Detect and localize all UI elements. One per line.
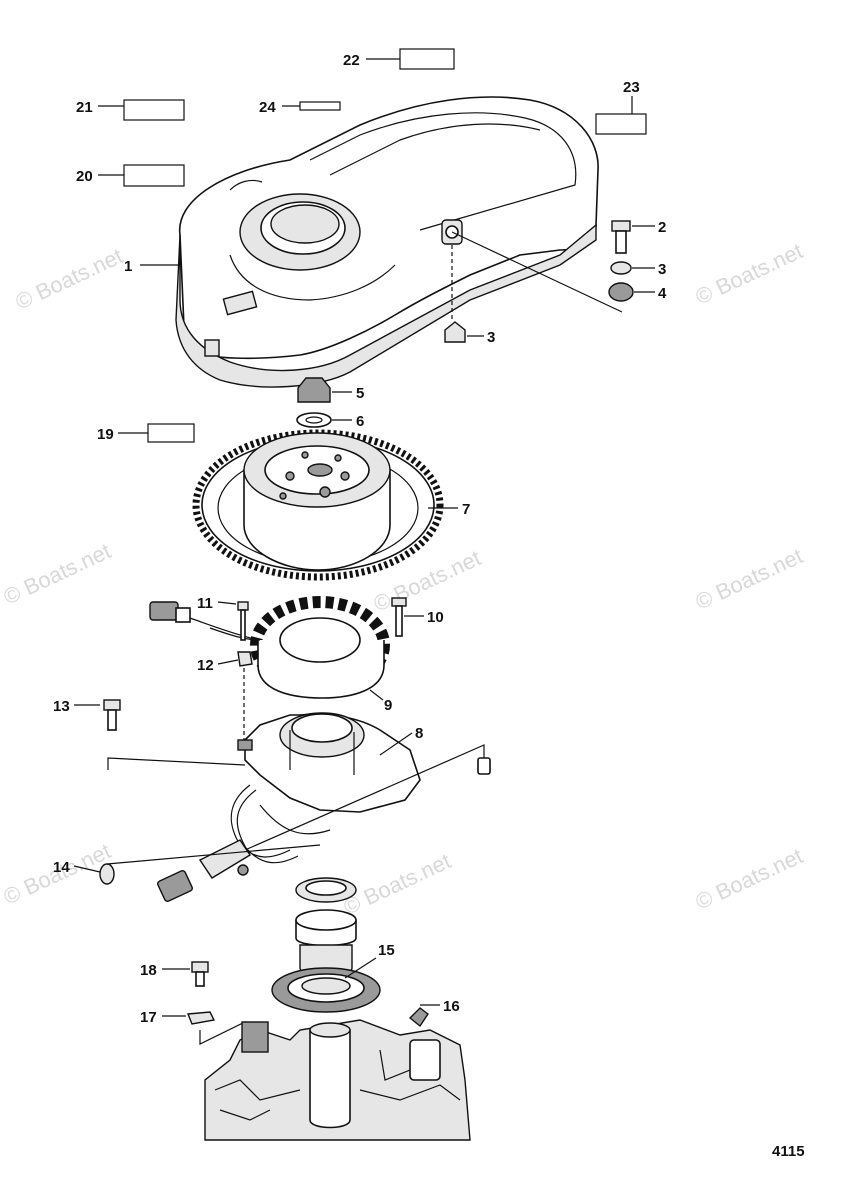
flywheel-nut-and-washer [296,377,332,428]
callout-3: 3 [658,261,666,278]
flywheel-nut [297,377,331,403]
flywheel [192,429,444,581]
stator-connector [149,601,179,621]
callout-11: 11 [197,595,213,612]
harness-connector [157,869,193,903]
screw-10-shank [395,605,403,637]
callout-24: 24 [259,99,276,116]
callout-20: 20 [76,168,93,185]
screw-13 [103,699,121,711]
callout-21-box [123,99,185,121]
screw-2-shank [615,230,627,254]
diagram-number: 4115 [772,1143,805,1160]
callout-17: 17 [140,1009,157,1026]
screw-2 [611,220,631,232]
callout-2: 2 [658,219,666,236]
callout-21: 21 [76,99,93,116]
callout-1: 1 [124,258,132,275]
callout-19: 19 [97,426,114,443]
wiring-harness [99,784,331,903]
drive-sleeve [295,877,357,977]
screw-18 [191,961,209,973]
callout-7: 7 [462,501,470,518]
grommet-4 [608,282,634,302]
callout-13: 13 [53,698,70,715]
callout-16: 16 [443,998,460,1015]
washer-3 [610,261,632,275]
callout-22-box [399,48,455,70]
callout-22: 22 [343,52,360,69]
pin-8 [477,757,491,775]
flywheel-cover [175,96,599,388]
screw-13-shank [107,709,117,731]
clip-12 [237,651,253,667]
screw-10 [391,597,407,607]
callout-5: 5 [356,385,364,402]
cover-fasteners [444,220,634,343]
stator-fasteners [103,597,407,750]
trigger-plate [107,712,491,851]
callout-8: 8 [415,725,423,742]
callout-18: 18 [140,962,157,979]
watermark: © Boats.net [12,243,127,314]
callout-12: 12 [197,657,214,674]
callout-20-box [123,164,185,187]
screw-11-shank [240,609,246,641]
callout-23-box [595,113,647,135]
callout-4: 4 [658,285,667,302]
powerhead [204,1019,471,1141]
callout-10: 10 [427,609,444,626]
callout-15: 15 [378,942,395,959]
flywheel-washer [296,412,332,428]
callout-19-box [147,423,195,443]
callout-14: 14 [53,859,70,876]
callout-9: 9 [384,697,392,714]
watermark: © Boats.net [0,538,115,609]
watermark: © Boats.net [692,238,807,309]
callout-6: 6 [356,413,364,430]
clip-17 [187,1011,216,1025]
watermark: © Boats.net [340,848,455,919]
watermark: © Boats.net [692,543,807,614]
screw-11 [237,601,249,611]
callout-23: 23 [623,79,640,96]
nut-3 [444,321,466,343]
callout-labels: 1 2 3 3 4 5 6 7 8 9 10 11 12 13 14 15 16… [53,52,667,1026]
stator [149,596,390,699]
leader-lines [73,48,655,1017]
stator-mount-parts [187,961,429,1100]
callout-24-box [299,101,341,111]
clamp-14 [99,863,115,885]
callout-3: 3 [487,329,495,346]
key-16 [408,1007,429,1028]
watermark: © Boats.net [692,843,807,914]
